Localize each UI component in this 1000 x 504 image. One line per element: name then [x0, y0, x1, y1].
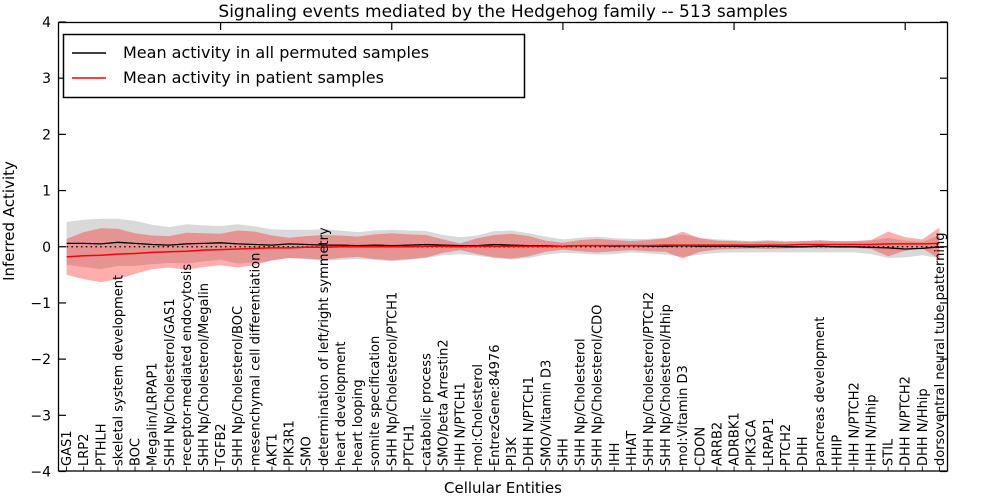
x-tick-label: SHH Np/Cholesterol/Megalin [197, 283, 212, 466]
x-tick-label: ADRBK1 [728, 412, 743, 466]
confidence-bands [66, 218, 940, 283]
legend-box [62, 33, 526, 99]
plot-border [57, 21, 949, 472]
x-tick-label: PTCH2 [779, 424, 794, 466]
x-tick-label: AKT1 [265, 433, 280, 466]
x-tick-label: IHH N/PTCH2 [847, 382, 862, 466]
x-tick-label: determination of left/right symmetry [317, 227, 332, 466]
y-tick-label: 4 [42, 15, 51, 31]
y-axis-label: Inferred Activity [0, 161, 18, 281]
x-tick-label: IHH N/Hhip [865, 395, 880, 467]
x-tick-label: heart looping [351, 379, 366, 466]
series-line-0 [66, 241, 940, 250]
legend: Mean activity in all permuted samples Me… [62, 33, 526, 99]
x-tick-label: EntrezGene:84976 [488, 345, 503, 466]
x-tick-label: LRPAP1 [762, 418, 777, 466]
x-tick-label: mol:Cholesterol [471, 364, 486, 466]
x-tick-label: IHH N/PTCH1 [454, 382, 469, 466]
x-tick-label: DHH [796, 436, 811, 466]
x-tick-label: BOC [129, 438, 144, 466]
x-tick-label: PTHLH [94, 423, 109, 466]
x-tick-label: PIK3R1 [283, 420, 298, 466]
x-tick-label: mol:Vitamin D3 [676, 365, 691, 466]
x-tick-label: receptor-mediated endocytosis [180, 264, 195, 466]
x-tick-label: somite specification [368, 336, 383, 466]
x-tick-label: catabolic process [420, 353, 435, 466]
x-tick-label: SMO/beta Arrestin2 [437, 339, 452, 466]
x-tick-label: PIK3CA [745, 419, 760, 466]
x-tick-label: PTCH1 [402, 424, 417, 466]
legend-label-patient: Mean activity in patient samples [123, 68, 384, 87]
y-tick-label: 0 [42, 240, 51, 256]
x-tick-label: heart development [334, 341, 349, 466]
x-tick-label: STIL [882, 438, 897, 466]
x-tick-label: ARRB2 [710, 422, 725, 466]
x-tick-label: LRP2 [77, 434, 92, 466]
x-tick-label: GAS1 [60, 431, 75, 467]
x-tick-label: HHAT [625, 431, 640, 466]
x-tick-label: DHH N/Hhip [916, 388, 931, 466]
x-tick-label: SHH Np/Cholesterol/GAS1 [163, 298, 178, 466]
x-tick-label: SHH Np/Cholesterol/PTCH2 [642, 292, 657, 466]
x-tick-label: pancreas development [813, 317, 828, 466]
y-tick-label: −3 [30, 408, 51, 424]
x-tick-label: SHH Np/Cholesterol/BOC [231, 306, 246, 466]
x-tick-label: IHH [608, 443, 623, 466]
band-1 [66, 227, 940, 283]
y-tick-label: 2 [42, 127, 51, 143]
x-tick-label: TGFB2 [214, 423, 229, 467]
series-line-1 [66, 242, 940, 258]
x-tick-label: SHH Np/Cholesterol/CDO [591, 305, 606, 466]
band-0 [66, 218, 940, 270]
y-tick-label: 1 [42, 184, 51, 200]
y-tick-labels: 4 3 2 1 0 −1 −2 −3 −4 [30, 15, 51, 481]
x-tick-label: SHH Np/Cholesterol/Hhip [659, 304, 674, 466]
x-tick-label: CDON [693, 427, 708, 466]
x-tick-label: skeletal system development [111, 275, 126, 466]
series-lines [66, 241, 940, 258]
x-tick-label: Megalin/LRPAP1 [146, 362, 161, 466]
y-tick-label: −1 [30, 296, 51, 312]
x-tick-label: PI3K [505, 437, 520, 466]
x-tick-label: dorsoventral neural tube patterning [933, 233, 948, 466]
x-tick-label: SHH Np/Cholesterol [574, 338, 589, 466]
x-axis-label: Cellular Entities [444, 479, 562, 497]
x-tick-label: SMO/Vitamin D3 [539, 360, 554, 466]
y-tick-label: −4 [30, 465, 51, 481]
x-tick-label: HHIP [830, 435, 845, 466]
y-tick-label: −2 [30, 352, 51, 368]
y-tick-label: 3 [42, 71, 51, 87]
chart-title: Signaling events mediated by the Hedgeho… [218, 2, 787, 22]
x-tick-label: SHH [556, 438, 571, 466]
legend-label-permuted: Mean activity in all permuted samples [123, 43, 429, 62]
axes-frame [57, 21, 949, 473]
x-tick-label: DHH N/PTCH2 [899, 376, 914, 466]
x-tick-label: SMO [300, 436, 315, 466]
x-tick-label: SHH Np/Cholesterol/PTCH1 [385, 292, 400, 466]
x-tick-label: mesenchymal cell differentiation [248, 253, 263, 466]
x-tick-label: DHH N/PTCH1 [522, 376, 537, 466]
